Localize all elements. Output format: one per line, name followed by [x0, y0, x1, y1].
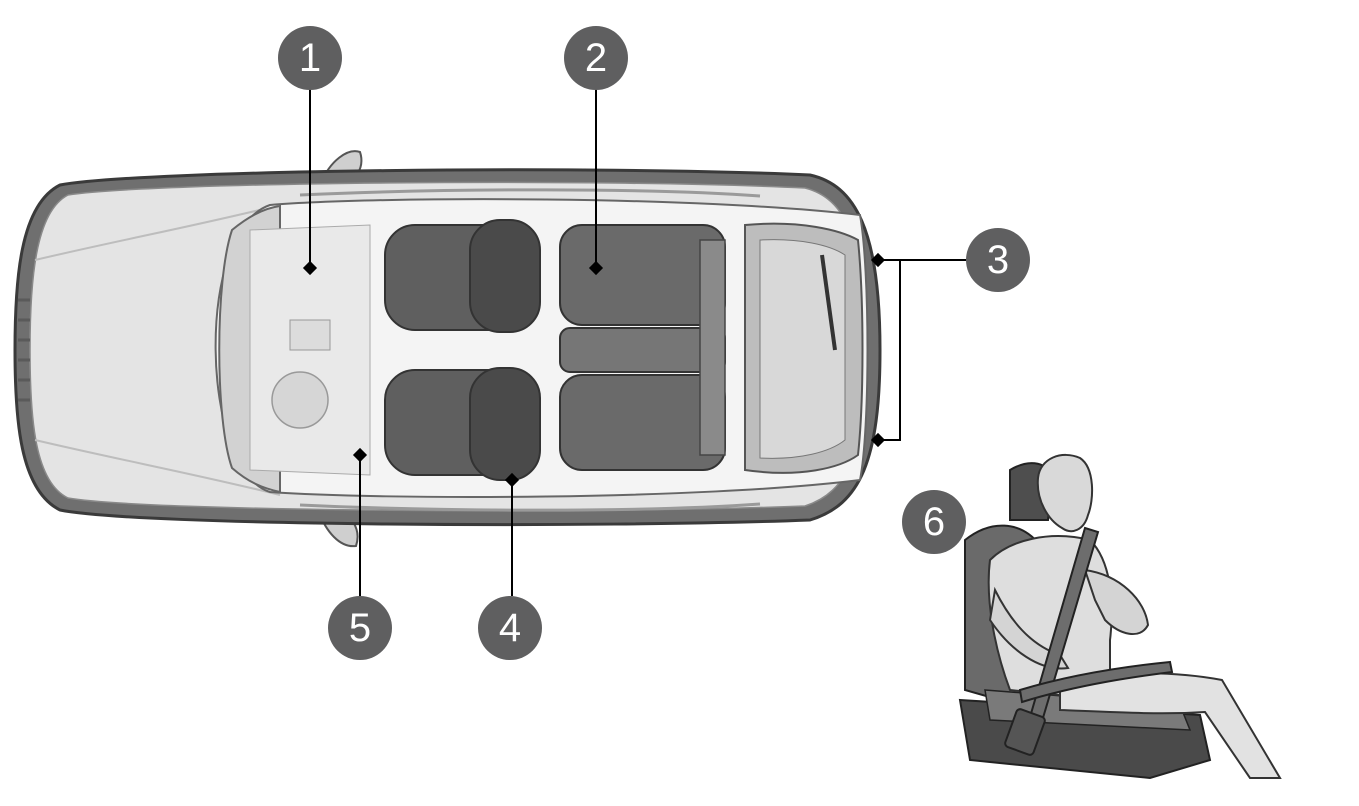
- seated-passenger-with-seatbelt-illustration: [958, 453, 1282, 780]
- car-top-view-illustration: [13, 150, 882, 548]
- leader-lines: [309, 82, 966, 596]
- callout-3-label: 3: [986, 238, 1010, 282]
- callout-6: 6: [902, 490, 966, 554]
- callout-2-label: 2: [584, 36, 608, 80]
- callout-1: 1: [278, 26, 342, 90]
- callout-3: 3: [966, 228, 1030, 292]
- leader-dots: [302, 252, 886, 488]
- callout-1-label: 1: [298, 36, 322, 80]
- callout-4-label: 4: [498, 606, 522, 650]
- callout-4: 4: [478, 596, 542, 660]
- callout-2: 2: [564, 26, 628, 90]
- leader-line-3-bracket: [878, 259, 901, 441]
- callout-6-label: 6: [922, 500, 946, 544]
- callout-5: 5: [328, 596, 392, 660]
- callout-5-label: 5: [348, 606, 372, 650]
